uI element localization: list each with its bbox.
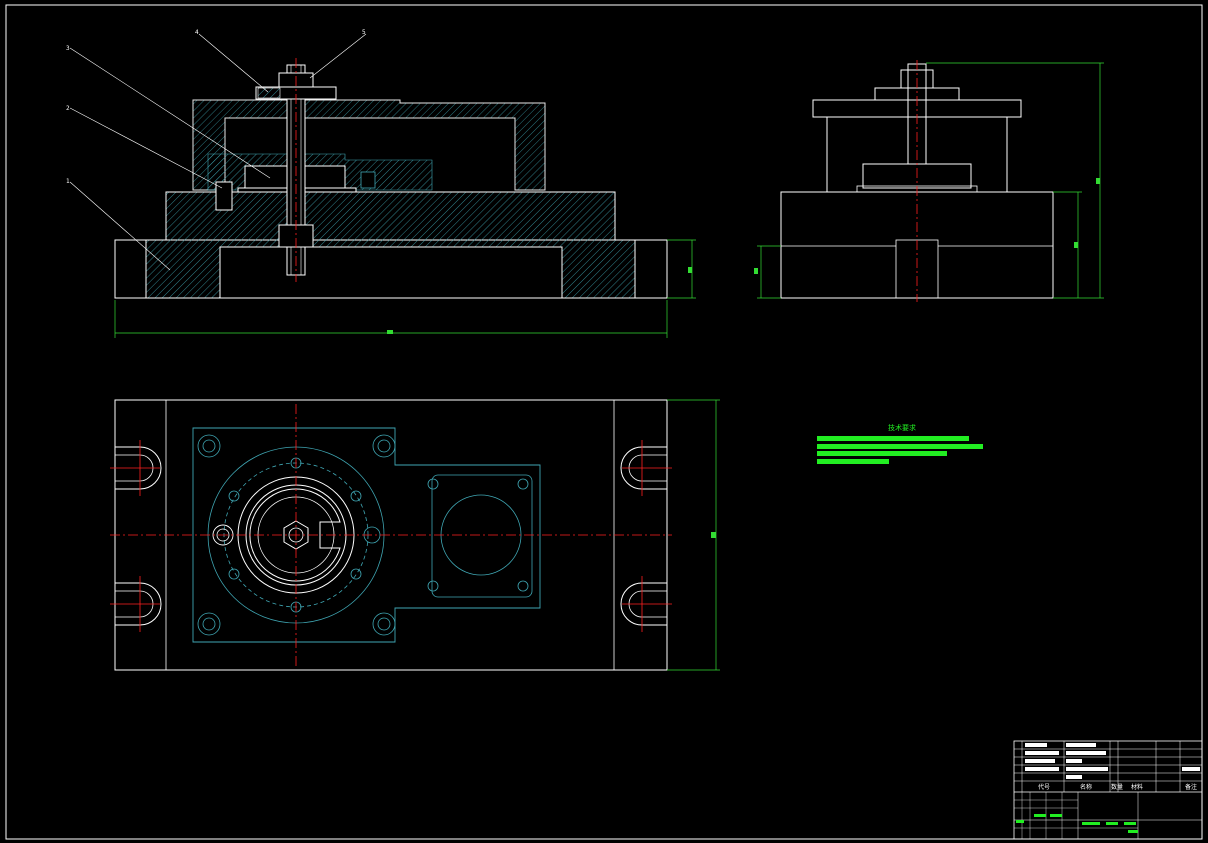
callout-2: 2 bbox=[66, 105, 70, 112]
title-block-col-e: 备注 bbox=[1185, 783, 1197, 791]
top-view bbox=[110, 399, 720, 671]
sheet-border bbox=[5, 4, 1203, 840]
callout-5: 5 bbox=[362, 29, 366, 36]
title-block-col-a: 代号 bbox=[1038, 783, 1050, 791]
callout-4: 4 bbox=[195, 29, 199, 36]
callout-1: 1 bbox=[66, 178, 70, 185]
technical-notes: 技术要求 bbox=[817, 423, 983, 464]
front-section-view bbox=[114, 58, 696, 338]
title-block-col-b: 名称 bbox=[1080, 783, 1092, 791]
side-view bbox=[754, 60, 1104, 302]
callout-3: 3 bbox=[66, 45, 70, 52]
part-callouts: 1 2 3 4 5 bbox=[66, 29, 367, 271]
title-block-col-c: 数量 bbox=[1111, 783, 1123, 791]
title-block-col-d: 材料 bbox=[1131, 783, 1143, 791]
title-block: 代号 名称 数量 材料 备注 bbox=[1013, 740, 1203, 840]
technical-notes-title: 技术要求 bbox=[888, 423, 916, 432]
